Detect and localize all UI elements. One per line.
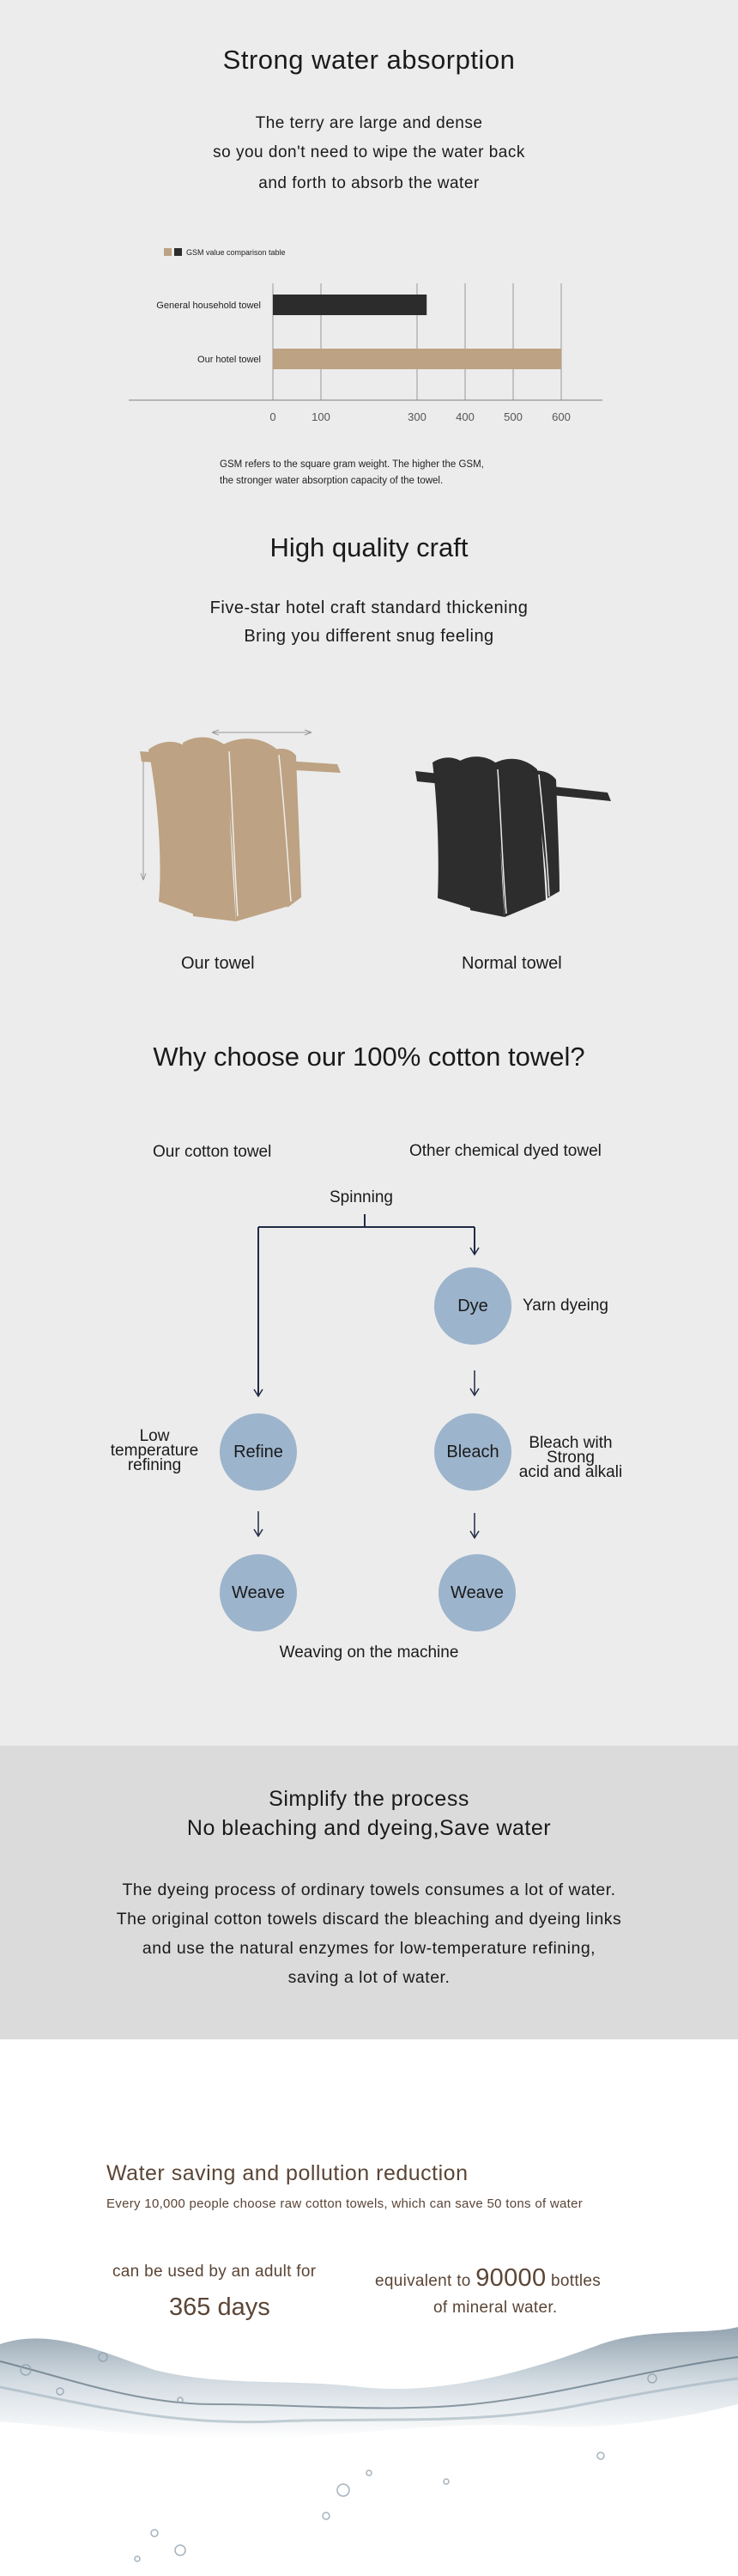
chart-tick-label: 300 [408,410,426,423]
chart-category-label: Our hotel towel [197,355,261,365]
craft-title: High quality craft [269,532,469,562]
chart-category-label: General household towel [156,301,261,311]
water-section: Water saving and pollution reduction Eve… [0,2039,738,2576]
chart-bar [273,349,561,369]
simplify-line-1: The dyeing process of ordinary towels co… [122,1880,616,1899]
water-subtitle: Every 10,000 people choose raw cotton to… [106,2196,584,2211]
low-temp-label: Low temperature refining [110,1427,199,1474]
chart-tick-label: 100 [312,410,330,423]
gsm-note-line-1: GSM refers to the square gram weight. Th… [220,459,484,470]
spinning-label: Spinning [330,1188,393,1206]
bleach-note: Bleach with Strong acid and alkali [518,1434,623,1481]
simplify-title-1: Simplify the process [269,1787,469,1811]
simplify-line-2: The original cotton towels discard the b… [116,1910,622,1929]
normal-towel-label: Normal towel [462,954,562,973]
mineral-text: of mineral water. [433,2299,558,2317]
craft-line-2: Bring you different snug feeling [244,627,494,646]
weave-right-circle: Weave [439,1554,516,1631]
legend-swatch-dark [174,248,182,256]
equiv-text: equivalent to 90000 bottles [375,2264,602,2292]
dye-circle: Dye [434,1267,511,1345]
gsm-bar-chart: GSM value comparison table General house… [129,248,602,423]
simplify-line-3: and use the natural enzymes for low-temp… [142,1939,596,1958]
water-splash-image [0,2327,738,2562]
our-towel-label: Our towel [181,954,255,973]
chart-tick-label: 0 [269,410,275,423]
gsm-note: GSM refers to the square gram weight. Th… [220,457,484,489]
adult-text: can be used by an adult for [112,2263,317,2281]
gsm-note-line-2: the stronger water absorption capacity o… [220,476,444,486]
days-value: 365 days [169,2293,270,2321]
chart-tick-label: 400 [456,410,475,423]
craft-line-1: Five-star hotel craft standard thickenin… [209,598,529,617]
bleach-circle: Bleach [434,1413,511,1491]
chart-tick-label: 500 [504,410,523,423]
refine-circle: Refine [220,1413,297,1491]
absorption-line-3: and forth to absorb the water [258,174,480,192]
water-title: Water saving and pollution reduction [106,2161,469,2185]
process-flow-lines [253,1214,480,1540]
yarn-dyeing-label: Yarn dyeing [523,1297,608,1315]
our-towel-illustration [140,729,341,921]
col-right-label: Other chemical dyed towel [409,1142,602,1160]
col-left-label: Our cotton towel [153,1143,272,1161]
legend-swatch-tan [164,248,172,256]
weaving-machine-label: Weaving on the machine [279,1643,459,1662]
simplify-title-2: No bleaching and dyeing,Save water [186,1816,552,1840]
chart-legend-label: GSM value comparison table [186,248,286,257]
bottles-number: 90000 [475,2264,547,2292]
chart-bar [273,295,427,315]
absorption-line-2: so you don't need to wipe the water back [213,143,525,161]
simplify-section: Simplify the process No bleaching and dy… [0,1746,738,2039]
weave-left-circle: Weave [220,1554,297,1631]
absorption-line-1: The terry are large and dense [255,114,483,132]
absorption-title: Strong water absorption [222,45,516,75]
simplify-line-4: saving a lot of water. [287,1968,451,1987]
normal-towel-illustration [415,756,611,917]
chart-tick-label: 600 [552,410,571,423]
why-title: Why choose our 100% cotton towel? [153,1042,585,1072]
